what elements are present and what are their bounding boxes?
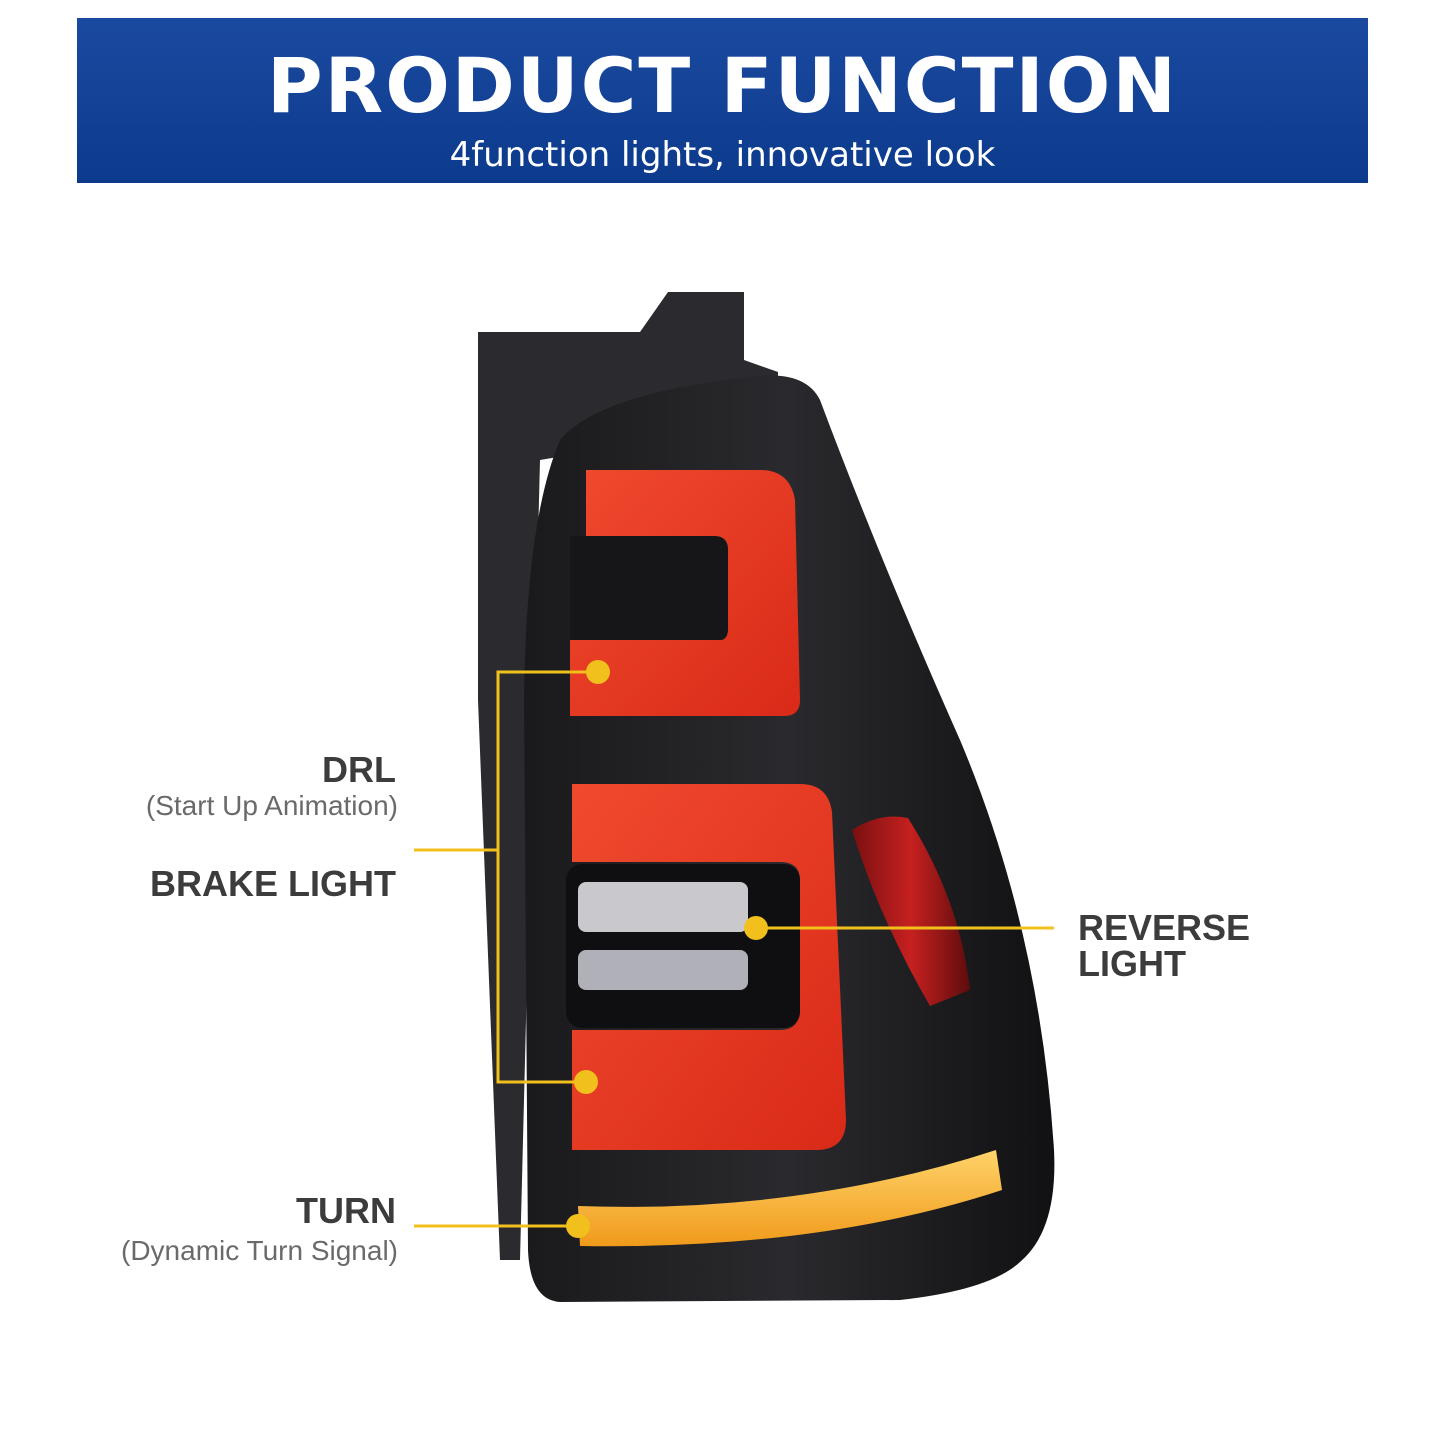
brake-light-bar (572, 784, 846, 1150)
turn-label: TURN (296, 1190, 396, 1231)
header-banner: PRODUCT FUNCTION 4function lights, innov… (77, 18, 1368, 183)
turn-callout-dot (566, 1214, 590, 1238)
drl-brake-bracket-line (496, 670, 598, 1084)
banner-subtitle: 4function lights, innovative look (449, 135, 996, 175)
drl-inner-lens (570, 536, 728, 640)
turn-note: (Dynamic Turn Signal) (121, 1235, 398, 1266)
brake-light-label: BRAKE LIGHT (150, 863, 396, 904)
drl-light-bar (570, 470, 800, 716)
reverse-light-label: REVERSE LIGHT (1078, 907, 1251, 984)
banner-title: PRODUCT FUNCTION (266, 41, 1179, 130)
callout-dots (566, 660, 768, 1238)
reverse-callout-dot (744, 916, 768, 940)
side-reflector (852, 816, 970, 1006)
turn-signal-strip (578, 1150, 1002, 1247)
drl-label: DRL (322, 749, 396, 790)
brake-callout-dot (574, 1070, 598, 1094)
drl-note: (Start Up Animation) (145, 790, 398, 821)
drl-callout-dot (586, 660, 610, 684)
callout-lines (414, 670, 1054, 1228)
